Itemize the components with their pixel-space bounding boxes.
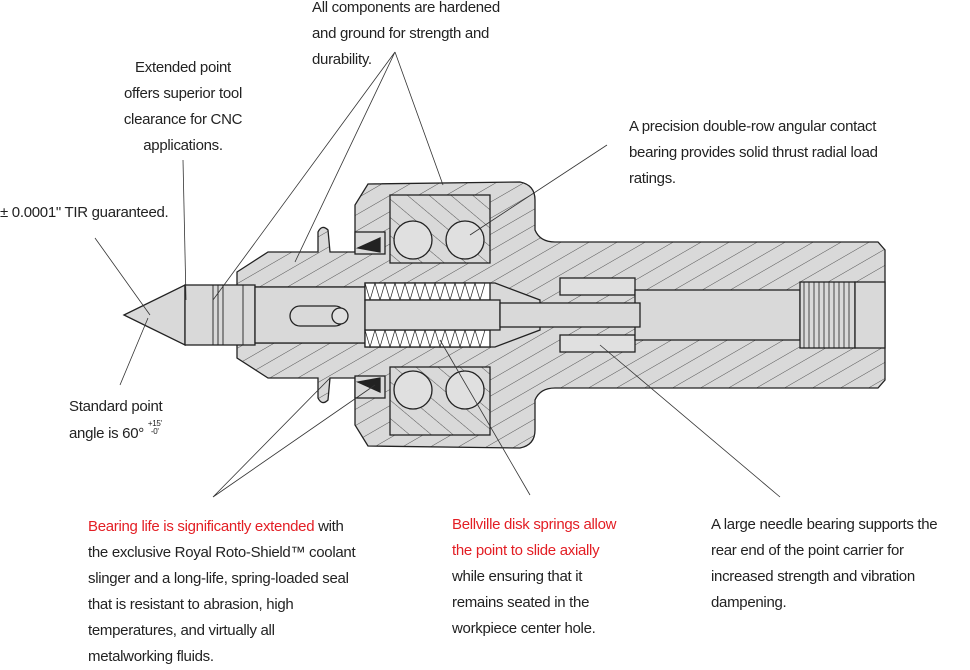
text-line: remains seated in the bbox=[452, 594, 590, 611]
tol-plus: +15' bbox=[147, 419, 162, 428]
text-line: A precision double-row angular contact bbox=[629, 118, 877, 135]
text-line: rear end of the point carrier for bbox=[711, 542, 904, 559]
carrier-shaft bbox=[364, 299, 501, 331]
text-line: ratings. bbox=[629, 170, 676, 187]
needle-bearing-top bbox=[559, 277, 636, 296]
carrier-stem bbox=[499, 302, 641, 328]
tol-minus: -0' bbox=[150, 427, 159, 436]
text-line: with bbox=[314, 518, 344, 535]
highlight-text: the point to slide axially bbox=[452, 542, 600, 559]
callout-standard-point: Standard point angle is 60° +15'-0' bbox=[69, 394, 163, 447]
callout-bearing-life: Bearing life is significantly extended w… bbox=[88, 514, 356, 670]
text-line: All components are hardened bbox=[312, 0, 500, 16]
callout-extended-point: Extended point offers superior tool clea… bbox=[103, 55, 263, 159]
text-line: that is resistant to abrasion, high bbox=[88, 596, 294, 613]
text-line: angle is 60° bbox=[69, 425, 144, 442]
rear-bore bbox=[634, 289, 801, 341]
callout-springs: Bellville disk springs allow the point t… bbox=[452, 512, 616, 642]
text-line: temperatures, and virtually all bbox=[88, 622, 275, 639]
thread bbox=[799, 281, 856, 349]
text-line: while ensuring that it bbox=[452, 568, 583, 585]
text-line: clearance for CNC bbox=[123, 111, 243, 128]
text-line: A large needle bearing supports the bbox=[711, 516, 938, 533]
text-line: the exclusive Royal Roto-Shield™ coolant bbox=[88, 544, 356, 561]
point-cone bbox=[122, 283, 186, 347]
text-line: bearing provides solid thrust radial loa… bbox=[629, 144, 878, 161]
highlight-text: Bearing life is significantly extended bbox=[88, 518, 315, 535]
callout-components: All components are hardened and ground f… bbox=[312, 0, 534, 73]
rear-counterbore bbox=[854, 281, 886, 349]
callout-bearing: A precision double-row angular contact b… bbox=[629, 114, 878, 192]
highlight-text: Bellville disk springs allow bbox=[452, 516, 617, 533]
text-line: and ground for strength and bbox=[312, 25, 490, 42]
angle-tolerance: +15'-0' bbox=[148, 420, 162, 436]
point-body bbox=[184, 284, 256, 346]
text-line: durability. bbox=[312, 51, 372, 68]
text-line: Extended point bbox=[135, 59, 231, 76]
text-line: workpiece center hole. bbox=[452, 620, 596, 637]
callout-needle-bearing: A large needle bearing supports the rear… bbox=[711, 512, 938, 616]
leader-lines bbox=[94, 51, 781, 498]
text-line: applications. bbox=[143, 137, 223, 154]
text-line: offers superior tool bbox=[124, 85, 242, 102]
needle-bearing-bottom bbox=[559, 334, 636, 353]
text-line: increased strength and vibration bbox=[711, 568, 915, 585]
text-line: metalworking fluids. bbox=[88, 648, 214, 665]
text-line: dampening. bbox=[711, 594, 787, 611]
text-line: slinger and a long-life, spring-loaded s… bbox=[88, 570, 349, 587]
text-line: Standard point bbox=[69, 398, 163, 415]
callout-tir: ± 0.0001" TIR guaranteed. bbox=[0, 204, 169, 221]
